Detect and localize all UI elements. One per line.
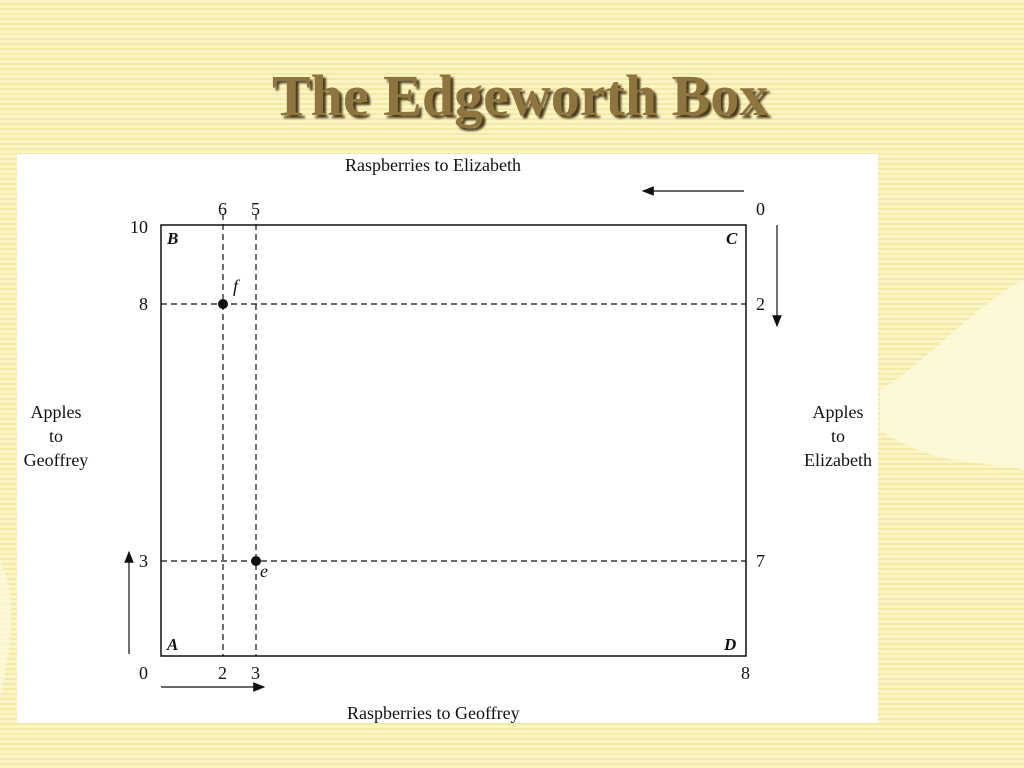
tick-bottom-3: 3 <box>251 663 260 683</box>
point-f-marker <box>218 299 228 309</box>
tick-left-3: 3 <box>139 551 148 571</box>
tick-bottom-8: 8 <box>741 663 750 683</box>
right-axis-label: Apples to Elizabeth <box>804 402 872 470</box>
point-e-marker <box>251 556 261 566</box>
corner-d: D <box>724 635 737 654</box>
tick-left-10: 10 <box>130 217 148 237</box>
top-axis-label: Raspberries to Elizabeth <box>345 155 521 175</box>
bottom-axis-label: Raspberries to Geoffrey <box>347 703 520 723</box>
tick-right-2: 2 <box>756 294 765 314</box>
edgeworth-box-diagram: Raspberries to Elizabeth Raspberries to … <box>17 154 878 723</box>
corner-c: C <box>726 229 738 248</box>
left-axis-label: Apples to Geoffrey <box>23 402 89 470</box>
tick-bottom-0: 0 <box>139 663 148 683</box>
box-outline <box>160 224 747 657</box>
point-f-label: f <box>233 276 239 296</box>
edgeworth-box-svg <box>124 186 782 692</box>
tick-left-8: 8 <box>139 294 148 314</box>
corner-b: B <box>167 229 179 248</box>
tick-bottom-2: 2 <box>218 663 227 683</box>
corner-a: A <box>167 635 179 654</box>
tick-top-5: 5 <box>251 199 260 219</box>
tick-top-0: 0 <box>756 199 765 219</box>
tick-top-6: 6 <box>218 199 227 219</box>
tick-right-7: 7 <box>756 551 765 571</box>
point-e-label: e <box>260 561 268 581</box>
slide-title: The Edgeworth Box <box>272 63 769 128</box>
